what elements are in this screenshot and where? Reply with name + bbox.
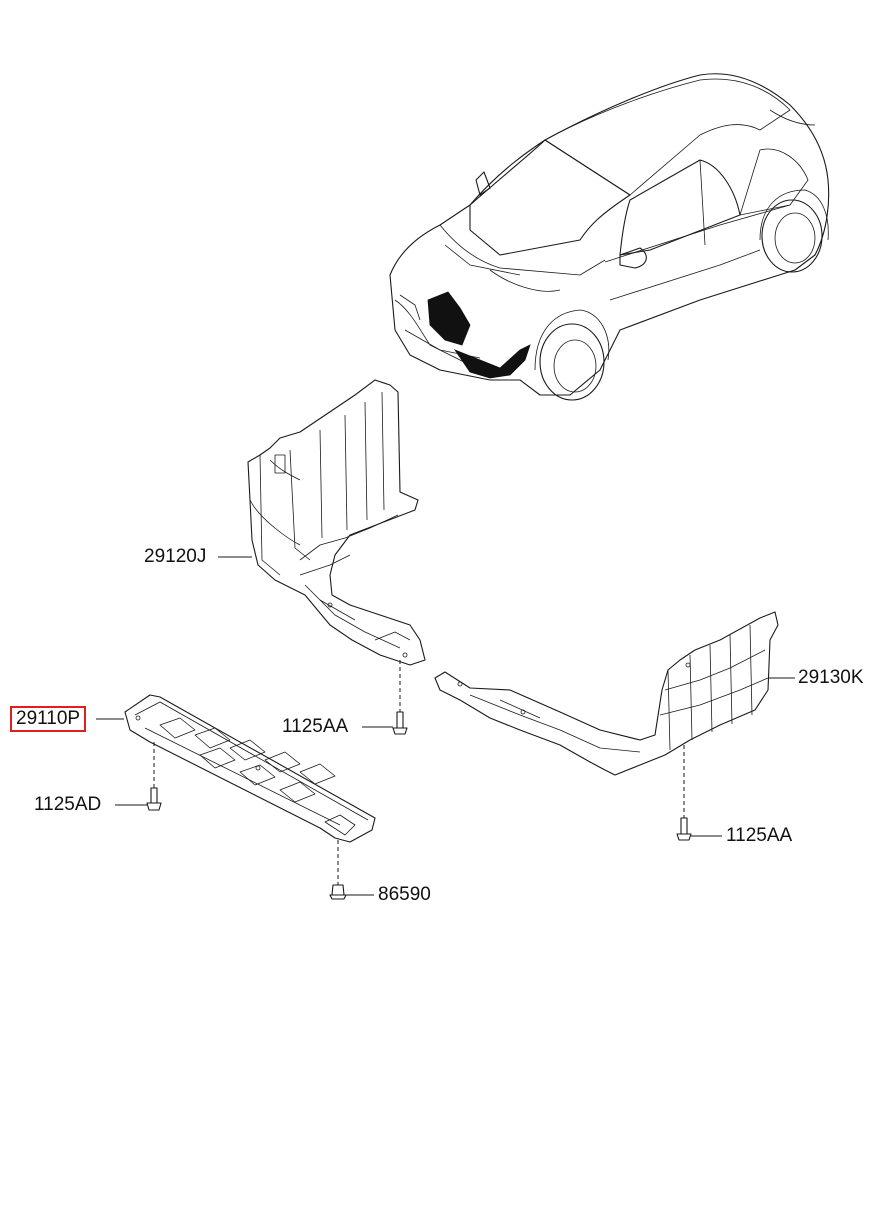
- front-under-cover-drawing: [124, 694, 376, 843]
- part-label-1125ad[interactable]: 1125AD: [34, 794, 102, 815]
- left-under-cover-drawing: [247, 379, 426, 666]
- part-label-86590[interactable]: 86590: [378, 884, 431, 905]
- clip-drawing: [329, 840, 347, 900]
- right-under-cover-drawing: [434, 611, 779, 776]
- part-label-29120j[interactable]: 29120J: [144, 546, 207, 567]
- part-label-29130k[interactable]: 29130K: [798, 667, 864, 688]
- bolt-left-drawing: [392, 660, 408, 735]
- part-label-1125aa-left[interactable]: 1125AA: [282, 716, 349, 737]
- bolt-front-drawing: [146, 742, 162, 811]
- bolt-right-drawing: [676, 745, 692, 841]
- vehicle-illustration: [389, 73, 830, 401]
- part-label-1125aa-right[interactable]: 1125AA: [726, 825, 793, 846]
- part-label-29110p[interactable]: 29110P: [10, 706, 87, 732]
